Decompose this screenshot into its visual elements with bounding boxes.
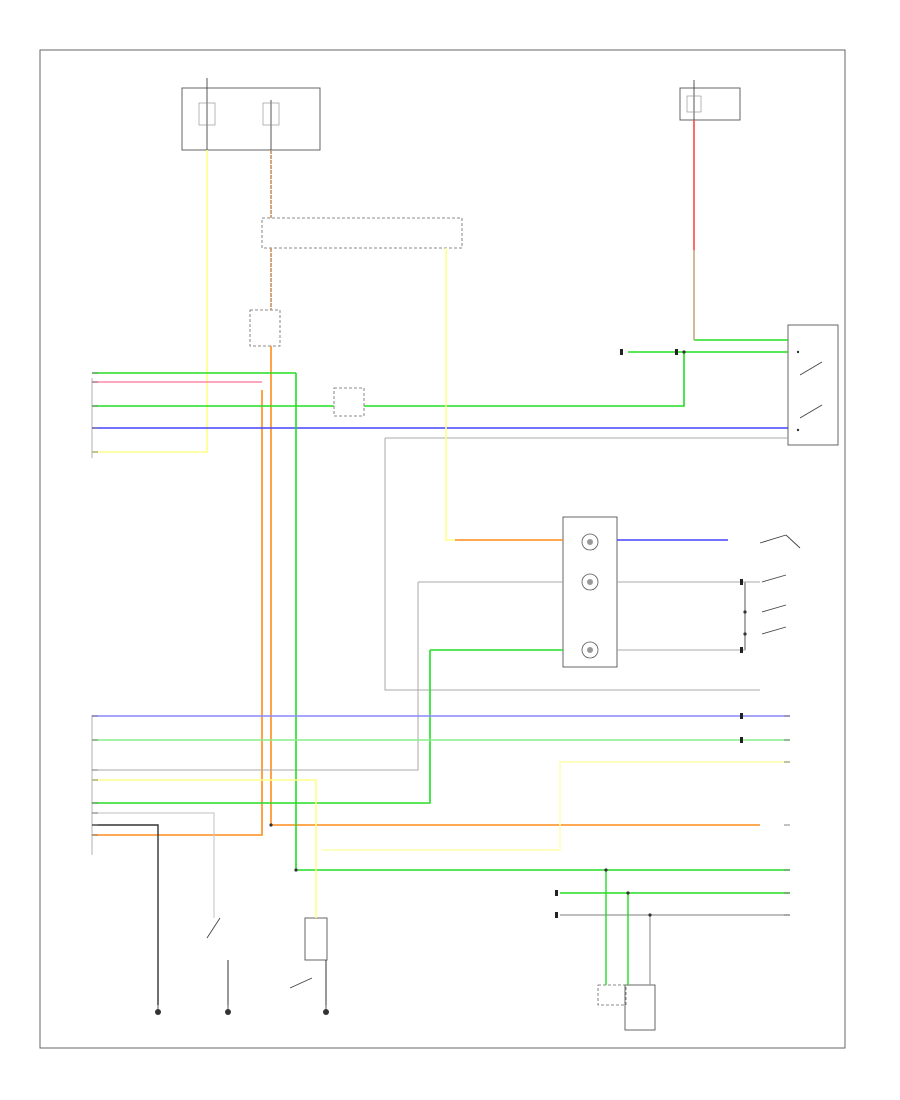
switches-right <box>744 534 801 650</box>
ground-icon <box>155 1005 161 1015</box>
right-pin-ticks <box>784 715 790 916</box>
wire-green-vert <box>92 650 431 804</box>
splice-dots <box>269 350 747 917</box>
combination-meter <box>562 516 618 668</box>
connector-markers <box>555 349 743 918</box>
wire-green-vert-left <box>295 373 790 871</box>
ground-icon <box>225 1005 231 1015</box>
fuse-box-right <box>679 80 741 121</box>
wire-orange-main <box>270 346 760 826</box>
wire-yellow-lower <box>92 779 317 918</box>
relay-dashed-box <box>261 217 463 249</box>
wire-yellow-relay <box>445 248 455 541</box>
wire-gray-lower <box>92 812 215 918</box>
wire-orange-branch <box>92 390 263 836</box>
wire-yellow-lower-2 <box>322 761 790 851</box>
switch-module-right <box>787 324 839 446</box>
diagram-frame <box>39 49 846 1049</box>
junction-connector <box>249 309 281 347</box>
wire-black-ground <box>92 824 159 1005</box>
wire-gray-vert-2 <box>92 582 419 771</box>
wire-yellow-main <box>92 150 208 453</box>
bottom-components <box>206 917 656 1031</box>
wire-gray-vert <box>384 438 760 691</box>
ground-icon <box>323 1005 329 1015</box>
left-pin-ticks <box>92 372 98 836</box>
brake-switch-box <box>333 387 365 417</box>
fuse-box-left <box>181 78 321 151</box>
wire-green-row-2b <box>364 351 788 407</box>
